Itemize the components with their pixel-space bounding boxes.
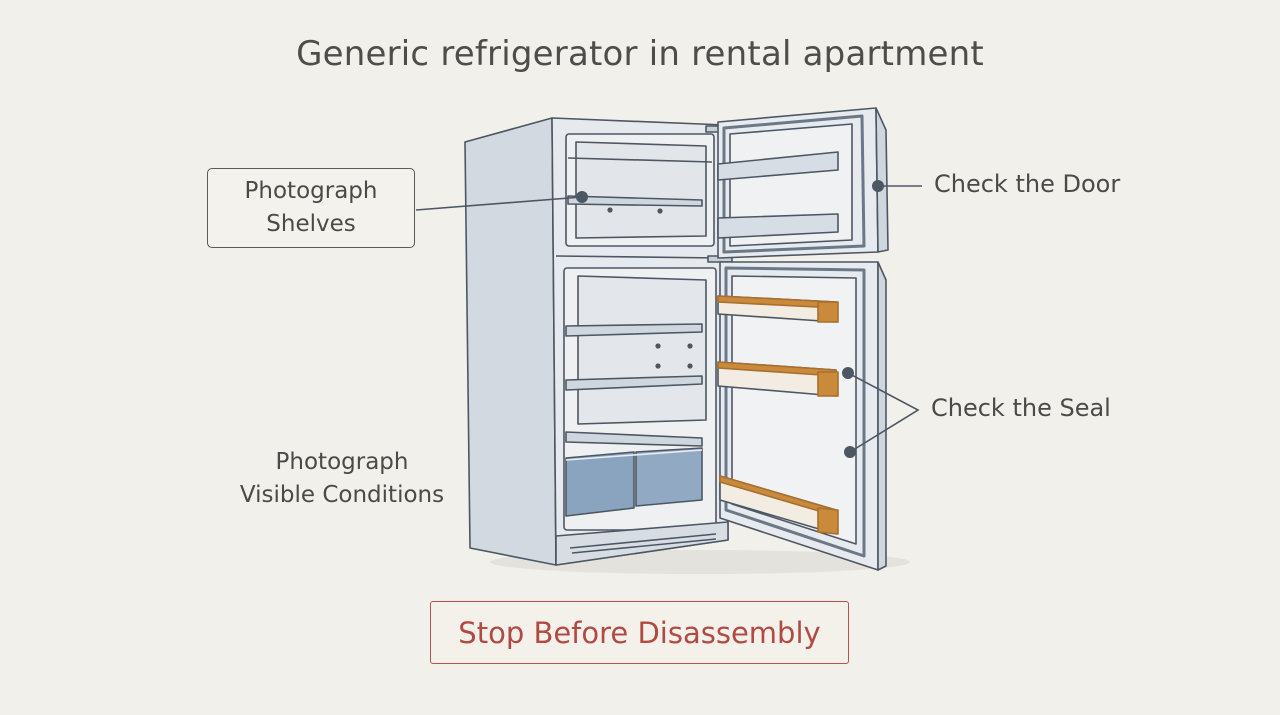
diagram-title: Generic refrigerator in rental apartment (296, 34, 984, 74)
crisper-drawer-left (565, 451, 635, 517)
fridge-door-bin-3-end (817, 507, 839, 535)
compartment-divider (555, 255, 721, 259)
freezer-back-wall (575, 141, 707, 239)
kick-plate-vent (571, 538, 717, 554)
freezer-shelf-1 (567, 157, 713, 163)
shelves-marker-dot (576, 191, 588, 203)
check-seal-label: Check the Seal (931, 394, 1111, 422)
fridge-door-bin-2-end (817, 371, 839, 397)
shelf-bracket (607, 207, 613, 213)
freezer-door-bin-2 (717, 213, 839, 239)
refrigerator (464, 107, 910, 574)
shelf-bracket (655, 363, 661, 369)
shelf-bracket (687, 343, 693, 349)
fridge-door-gasket (724, 266, 866, 558)
callout-leaders (415, 185, 922, 453)
fridge-door-edge (877, 261, 887, 571)
seal-marker-dot-upper (842, 367, 854, 379)
label-text-line: Visible Conditions (239, 482, 445, 508)
shelf-bracket (655, 343, 661, 349)
seal-leader-line (847, 372, 920, 453)
stop-before-disassembly-warning: Stop Before Disassembly (430, 601, 849, 664)
check-door-label: Check the Door (934, 170, 1121, 198)
fridge-door-liner (731, 275, 857, 545)
photograph-shelves-callout: Photograph Shelves (207, 168, 415, 248)
fridge-back-wall (577, 275, 707, 425)
freezer-door-edge (875, 107, 889, 253)
freezer-door-bin-1 (717, 151, 839, 181)
callout-text-line: Photograph (244, 178, 378, 204)
freezer-door-gasket (722, 114, 866, 254)
freezer-shelf-2 (567, 195, 703, 207)
photograph-visible-conditions-label: Photograph Visible Conditions (214, 446, 470, 512)
shelf-bracket (687, 363, 693, 369)
shelf-bracket (657, 208, 663, 214)
label-text-line: Photograph (275, 449, 409, 475)
fridge-shelf-3 (565, 431, 703, 447)
fridge-shelf-1 (565, 323, 703, 337)
crisper-top-edge (565, 449, 703, 461)
callout-text-line: Shelves (266, 211, 356, 237)
kick-plate (555, 521, 729, 566)
seal-marker-dot-lower (844, 446, 856, 458)
fridge-door-bin-1-end (817, 301, 839, 323)
crisper-drawer-right (635, 447, 703, 507)
door-marker-dot (872, 180, 884, 192)
kick-plate-vent (569, 533, 717, 549)
shelves-leader-line (415, 196, 583, 211)
callout-markers (576, 180, 884, 458)
cabinet-side (464, 117, 557, 566)
fridge-shelf-2 (565, 375, 703, 391)
